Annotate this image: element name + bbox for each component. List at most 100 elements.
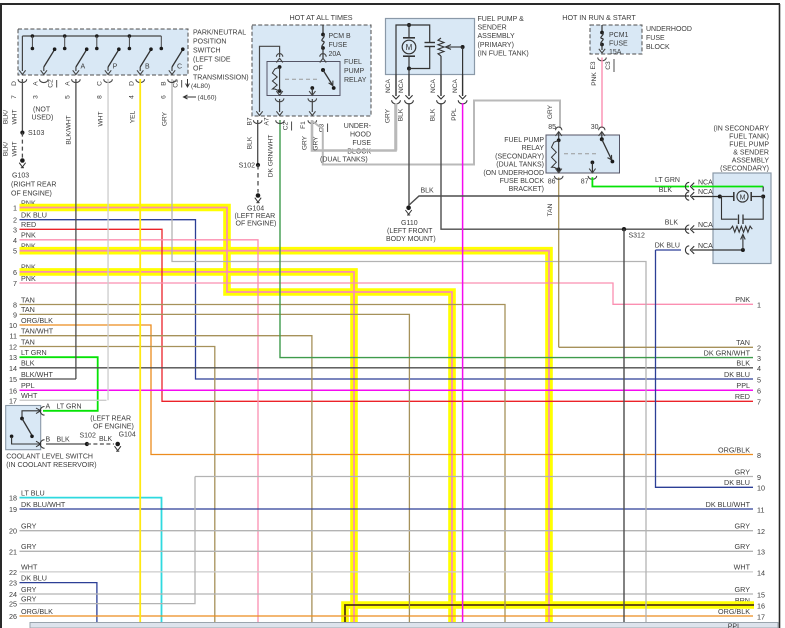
svg-text:GRY: GRY bbox=[385, 108, 392, 123]
svg-text:M: M bbox=[406, 43, 413, 52]
svg-text:FUEL: FUEL bbox=[344, 59, 362, 66]
svg-text:BODY MOUNT): BODY MOUNT) bbox=[386, 236, 436, 243]
svg-text:30: 30 bbox=[591, 124, 599, 131]
svg-text:10: 10 bbox=[9, 321, 17, 330]
svg-text:GRY: GRY bbox=[735, 522, 751, 531]
svg-text:DK GRN/WHT: DK GRN/WHT bbox=[268, 135, 275, 178]
svg-text:12: 12 bbox=[757, 527, 765, 536]
svg-text:M: M bbox=[740, 194, 746, 201]
svg-text:PNK: PNK bbox=[21, 198, 36, 207]
svg-text:11: 11 bbox=[10, 332, 17, 341]
svg-text:BRACKET): BRACKET) bbox=[509, 186, 544, 193]
svg-text:BLK: BLK bbox=[57, 437, 71, 444]
svg-text:FUSE: FUSE bbox=[609, 41, 628, 48]
svg-text:SENDER: SENDER bbox=[478, 25, 507, 32]
svg-text:(NOT: (NOT bbox=[33, 107, 51, 114]
svg-text:NCA: NCA bbox=[385, 78, 392, 93]
svg-text:GRY: GRY bbox=[21, 542, 37, 551]
svg-text:C: C bbox=[97, 81, 104, 86]
svg-text:(ON UNDERHOOD: (ON UNDERHOOD bbox=[483, 170, 544, 177]
svg-text:9: 9 bbox=[757, 473, 761, 482]
svg-text:RED: RED bbox=[21, 220, 36, 229]
svg-text:14: 14 bbox=[757, 568, 765, 577]
svg-text:WHT: WHT bbox=[21, 391, 38, 400]
svg-text:D: D bbox=[11, 81, 18, 86]
svg-text:B: B bbox=[161, 81, 168, 86]
svg-text:19: 19 bbox=[9, 505, 17, 514]
svg-text:17: 17 bbox=[9, 396, 17, 405]
svg-text:S103: S103 bbox=[28, 130, 44, 137]
svg-text:DK BLU: DK BLU bbox=[21, 211, 47, 220]
svg-text:FUEL PUMP: FUEL PUMP bbox=[729, 142, 769, 149]
svg-text:PNK: PNK bbox=[21, 274, 36, 283]
svg-text:15: 15 bbox=[757, 590, 765, 599]
svg-text:4: 4 bbox=[13, 236, 17, 245]
svg-text:RELAY: RELAY bbox=[344, 77, 367, 84]
svg-text:P: P bbox=[113, 64, 118, 71]
svg-text:3: 3 bbox=[13, 225, 17, 234]
svg-text:C1: C1 bbox=[173, 79, 180, 88]
svg-text:FUSE BLOCK: FUSE BLOCK bbox=[500, 178, 545, 185]
svg-text:18: 18 bbox=[9, 494, 17, 503]
svg-text:(LEFT REAR: (LEFT REAR bbox=[90, 415, 131, 422]
svg-text:20A: 20A bbox=[329, 51, 342, 58]
svg-text:C2: C2 bbox=[283, 121, 290, 130]
svg-text:BLK: BLK bbox=[430, 108, 437, 121]
svg-text:DK BLU: DK BLU bbox=[21, 573, 47, 582]
svg-text:GRY: GRY bbox=[313, 136, 320, 151]
svg-text:PPL: PPL bbox=[736, 381, 750, 390]
svg-text:6: 6 bbox=[13, 268, 17, 277]
svg-text:FUSE: FUSE bbox=[646, 35, 665, 42]
svg-text:1: 1 bbox=[13, 204, 17, 213]
svg-text:USED): USED) bbox=[32, 115, 54, 122]
svg-text:(IN SECONDARY: (IN SECONDARY bbox=[714, 126, 770, 133]
svg-text:15A: 15A bbox=[609, 49, 622, 56]
svg-text:A7: A7 bbox=[264, 117, 271, 125]
svg-text:GRY: GRY bbox=[21, 522, 37, 531]
svg-text:(RIGHT REAR: (RIGHT REAR bbox=[11, 182, 56, 189]
svg-text:YEL: YEL bbox=[130, 110, 137, 123]
svg-text:PCM B: PCM B bbox=[329, 33, 352, 40]
svg-text:3: 3 bbox=[757, 354, 761, 363]
svg-text:BLK/: BLK/ bbox=[3, 110, 10, 124]
svg-text:(IN COOLANT RESERVOIR): (IN COOLANT RESERVOIR) bbox=[6, 462, 96, 469]
svg-text:HOOD: HOOD bbox=[350, 132, 371, 139]
svg-text:C: C bbox=[177, 64, 182, 71]
svg-text:G104: G104 bbox=[247, 206, 264, 213]
svg-text:WHT: WHT bbox=[12, 109, 19, 124]
svg-text:4: 4 bbox=[757, 364, 761, 373]
svg-text:WHT: WHT bbox=[734, 563, 751, 572]
svg-text:GRY: GRY bbox=[735, 467, 751, 476]
svg-text:3: 3 bbox=[32, 95, 39, 99]
svg-text:DK BLU/WHT: DK BLU/WHT bbox=[21, 500, 66, 509]
svg-text:BLK/WHT: BLK/WHT bbox=[21, 370, 54, 379]
svg-text:PPL: PPL bbox=[21, 381, 35, 390]
svg-text:PNK: PNK bbox=[21, 242, 36, 251]
svg-text:7: 7 bbox=[11, 95, 18, 99]
svg-text:22: 22 bbox=[9, 568, 17, 577]
svg-text:BLK: BLK bbox=[665, 220, 679, 227]
svg-text:PNK: PNK bbox=[21, 231, 36, 240]
svg-text:GRY: GRY bbox=[547, 104, 554, 119]
svg-text:(DUAL TANKS): (DUAL TANKS) bbox=[496, 162, 544, 169]
svg-text:GRY: GRY bbox=[162, 111, 169, 126]
svg-text:RED: RED bbox=[735, 392, 750, 401]
svg-text:(LEFT REAR: (LEFT REAR bbox=[235, 213, 276, 220]
svg-text:8: 8 bbox=[97, 95, 104, 99]
svg-text:TAN: TAN bbox=[21, 305, 35, 314]
svg-text:(4L80): (4L80) bbox=[191, 83, 210, 90]
svg-text:SWITCH: SWITCH bbox=[193, 48, 221, 55]
svg-text:A: A bbox=[32, 81, 39, 86]
svg-text:B: B bbox=[46, 437, 51, 444]
svg-text:NCA: NCA bbox=[430, 78, 437, 93]
svg-text:BLK: BLK bbox=[21, 359, 35, 368]
svg-text:DK BLU/WHT: DK BLU/WHT bbox=[706, 500, 751, 509]
svg-text:24: 24 bbox=[9, 590, 17, 599]
svg-text:ORG/BLK: ORG/BLK bbox=[21, 607, 53, 616]
svg-text:13: 13 bbox=[9, 353, 17, 362]
svg-text:ORG/BLK: ORG/BLK bbox=[21, 316, 53, 325]
svg-text:S102: S102 bbox=[239, 163, 255, 170]
svg-text:(SECONDARY): (SECONDARY) bbox=[720, 166, 769, 173]
svg-text:GRY: GRY bbox=[21, 585, 37, 594]
svg-text:GRY: GRY bbox=[302, 135, 309, 150]
